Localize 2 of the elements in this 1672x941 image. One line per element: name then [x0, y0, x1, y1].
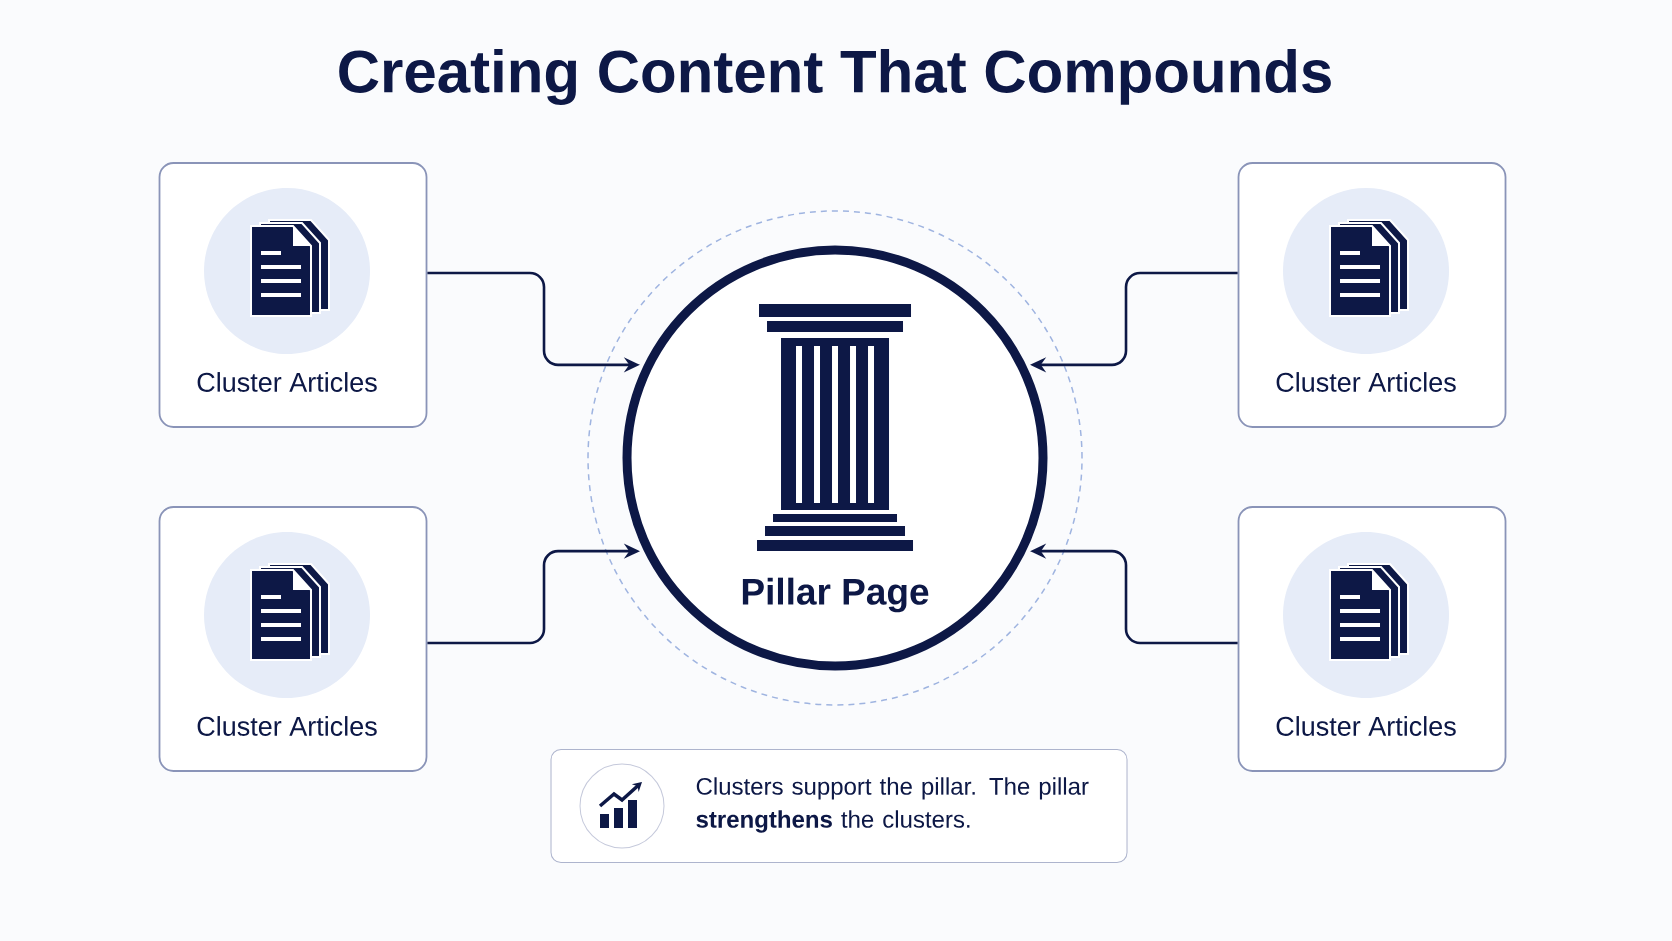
- note-box: Clusters support the pillar. The pillar strengthens the clusters.: [550, 749, 1128, 863]
- title: Creating Content That Compounds: [339, 48, 1331, 106]
